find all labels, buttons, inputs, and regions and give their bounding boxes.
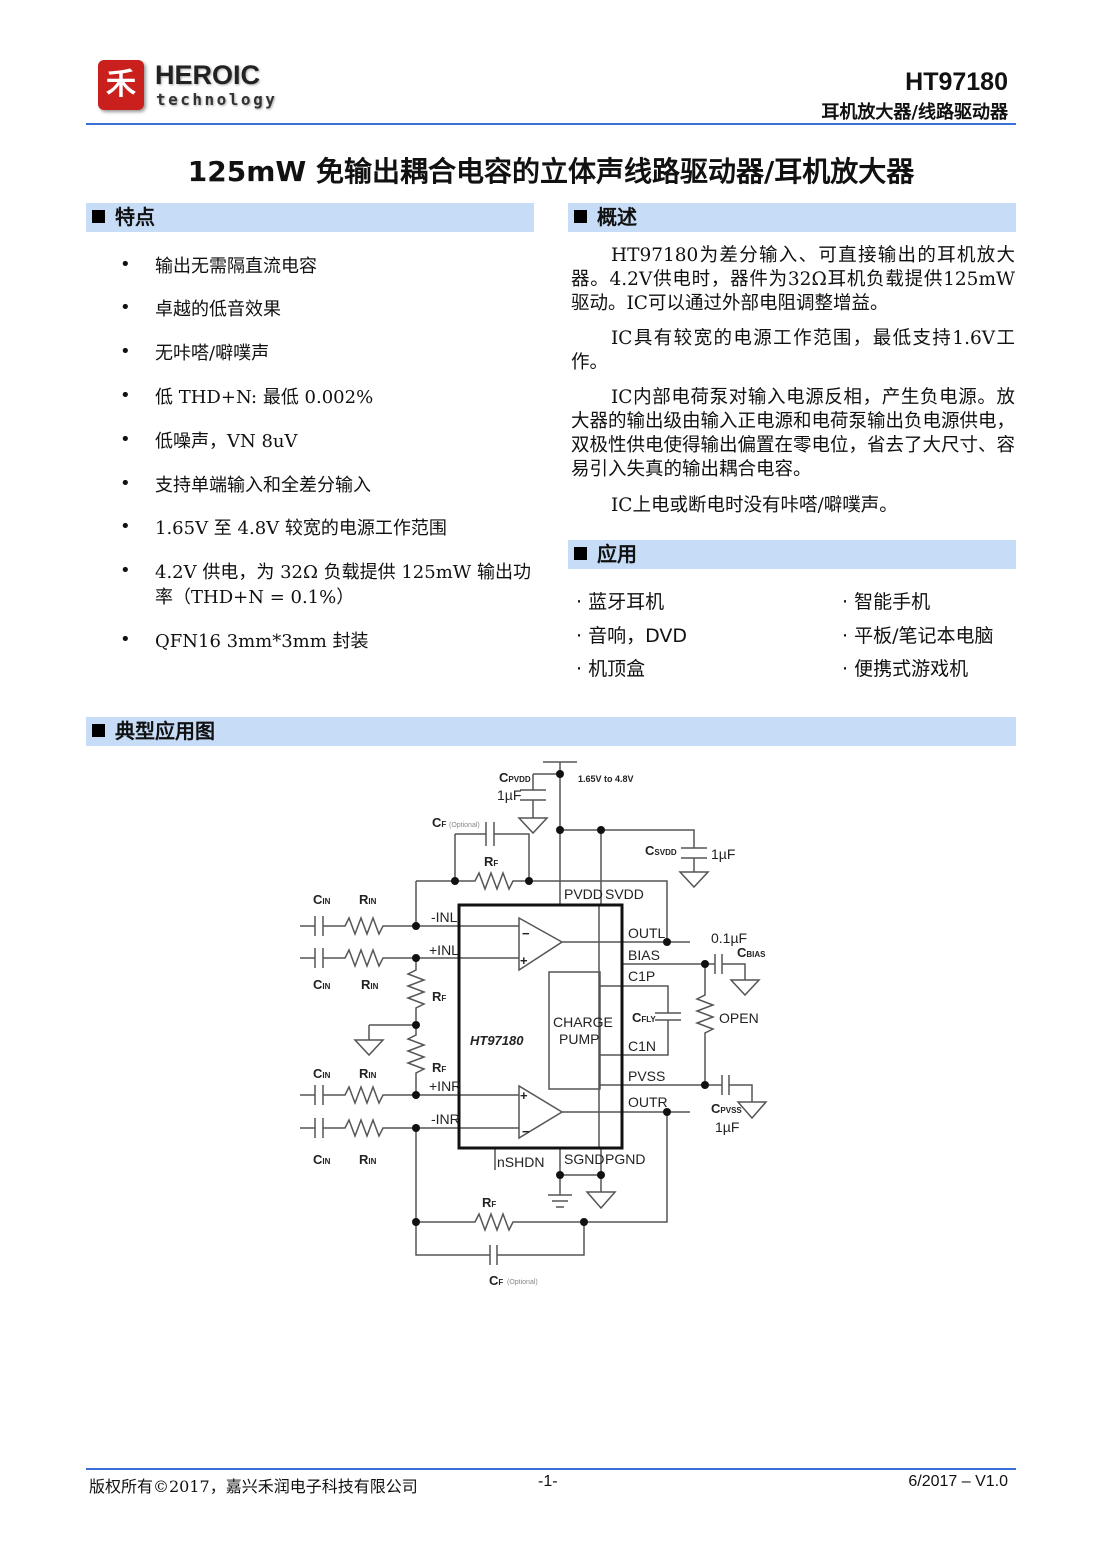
page-number: -1- [538,1473,558,1490]
rin-label: RIN [359,1152,377,1167]
cbias-label: CBIAS [737,945,766,960]
pin-c1p: C1P [628,968,655,984]
page-title: 125mW 免输出耦合电容的立体声线路驱动器/耳机放大器 [187,155,915,188]
opamp-minus: − [522,1124,530,1139]
pin-sgnd: SGND [564,1151,604,1167]
cfly-label: CFLY [632,1010,656,1025]
logo-subtitle: technology [156,90,278,109]
pin-inl-plus: +INL [429,942,459,958]
applications-heading: 应用 [568,540,1016,569]
rf-label: RF [482,1195,496,1210]
list-item: •输出无需隔直流电容 [120,254,317,277]
supply-range-label: 1.65V to 4.8V [578,774,634,784]
csvdd-value: 1µF [711,846,735,862]
list-item: •4.2V 供电，为 32Ω 负载提供 125mW 输出功率（THD+N = 0… [120,560,531,608]
list-item: •支持单端输入和全差分输入 [120,473,371,496]
pin-nshdn: nSHDN [497,1154,544,1170]
cpvdd-label: CPVDD [499,770,531,785]
overview-paragraph: IC上电或断电时没有咔嗒/噼噗声。 [611,495,898,516]
rin-label: RIN [361,977,379,992]
pin-pvdd: PVDD [564,886,603,902]
list-item: •1.65V 至 4.8V 较宽的电源工作范围 [120,516,447,539]
cin-label: CIN [313,977,331,992]
list-item: •低 THD+N: 最低 0.002% [120,385,374,408]
cf-bottom-label: CF [489,1273,503,1288]
charge-pump-label: PUMP [559,1031,599,1047]
part-description: 耳机放大器/线路驱动器 [821,102,1008,123]
application-item: · 蓝牙耳机 [576,591,665,613]
application-item: · 音响，DVD [576,625,688,647]
cpvdd-value: 1µF [497,787,521,803]
open-label: OPEN [719,1010,759,1026]
typical-application-heading: 典型应用图 [86,717,1016,746]
cf-top-label: CF [432,815,446,830]
footer-divider [86,1468,1016,1470]
overview-paragraph: HT97180为差分输入、可直接输出的耳机放大器。4.2V供电时，器件为32Ω耳… [571,245,1015,314]
chip-label: HT97180 [470,1033,524,1048]
optional-label: (Optional) [449,822,480,829]
pin-c1n: C1N [628,1038,656,1054]
opamp-plus: + [520,1088,528,1103]
application-item: · 机顶盒 [576,658,646,680]
cin-label: CIN [313,1066,331,1081]
cbias-value: 0.1µF [711,930,747,946]
pin-inr-minus: -INR [431,1111,460,1127]
pin-outl: OUTL [628,925,666,941]
pin-bias: BIAS [628,947,660,963]
rf-label: RF [484,854,498,869]
rf-label: RF [432,1060,446,1075]
part-number: HT97180 [905,68,1008,96]
pin-outr: OUTR [628,1094,668,1110]
application-item: · 智能手机 [842,591,931,613]
pin-pvss: PVSS [628,1068,665,1084]
list-item: •QFN16 3mm*3mm 封装 [120,629,369,652]
overview-paragraph: IC内部电荷泵对输入电源反相，产生负电源。放大器的输出级由输入正电源和电荷泵输出… [571,387,1016,480]
overview-heading: 概述 [568,203,1016,232]
list-item: •卓越的低音效果 [120,297,281,320]
rin-label: RIN [359,1066,377,1081]
application-item: · 平板/笔记本电脑 [842,625,994,647]
company-logo: 禾 [98,60,144,110]
overview-paragraph: IC具有较宽的电源工作范围，最低支持1.6V工作。 [571,328,1015,373]
features-heading: 特点 [86,203,534,232]
cin-label: CIN [313,1152,331,1167]
pin-pgnd: PGND [605,1151,645,1167]
footer-version: 6/2017 – V1.0 [908,1473,1008,1490]
cpvss-value: 1µF [715,1119,739,1135]
pin-inl-minus: -INL [431,909,458,925]
opamp-minus: − [522,926,530,941]
cpvss-label: CPVSS [711,1101,742,1116]
rin-label: RIN [359,892,377,907]
csvdd-label: CSVDD [645,843,677,858]
footer-copyright: 版权所有©2017，嘉兴禾润电子科技有限公司 [89,1477,418,1496]
cin-label: CIN [313,892,331,907]
header-divider [86,123,1016,125]
charge-pump-label: CHARGE [553,1014,613,1030]
rf-label: RF [432,989,446,1004]
list-item: •无咔嗒/噼噗声 [120,341,270,364]
opamp-plus: + [520,953,528,968]
list-item: •低噪声，VN 8uV [120,429,298,452]
application-item: · 便携式游戏机 [842,658,969,680]
pin-svdd: SVDD [605,886,644,902]
optional-label: (Optional) [507,1279,538,1286]
pin-inr-plus: +INR [429,1078,461,1094]
logo-name: HEROIC [155,60,261,90]
